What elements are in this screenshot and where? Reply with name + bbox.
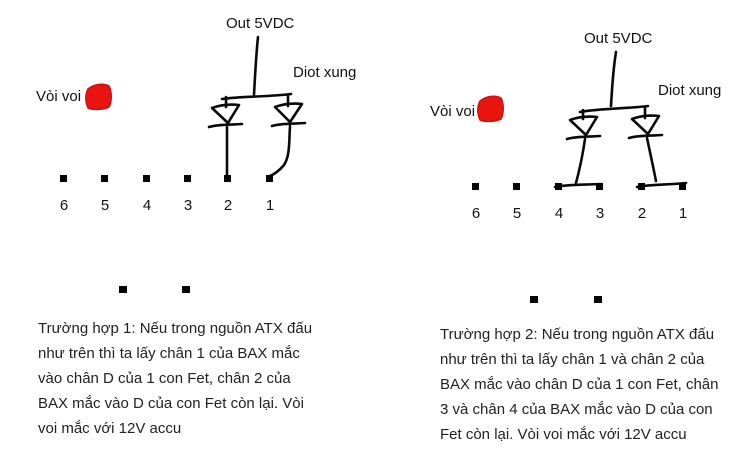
right-pin-label-4: 4 <box>554 205 564 222</box>
right-caption-line-2: như trên thì ta lấy chân 1 và chân 2 của <box>440 351 705 368</box>
left-diode-1-cathode-bar <box>207 122 244 129</box>
left-diode-2-down-line <box>266 124 292 179</box>
left-pin-label-6: 6 <box>59 197 69 214</box>
left-caption-line-4: BAX mắc vào D của con Fet còn lại. Vòi <box>38 395 304 412</box>
left-branch-line <box>220 92 293 101</box>
left-terminal-dot-2 <box>182 286 190 293</box>
right-caption-line-3: BAX mắc vào chân D của 1 con Fet, chân <box>440 376 719 393</box>
right-voi-label: Vòi voi <box>430 103 476 120</box>
left-pin-square-4 <box>143 175 150 182</box>
right-diode-2-down-line <box>645 136 658 183</box>
left-diode-2-cathode-bar <box>270 121 307 128</box>
right-red-scribble <box>477 95 504 123</box>
right-out-lead-line <box>609 50 618 108</box>
left-caption-line-3: vào chân D của 1 con Fet, chân 2 của <box>38 370 291 387</box>
left-pin-label-4: 4 <box>142 197 152 214</box>
right-pin-square-5 <box>513 183 520 190</box>
right-out-label: Out 5VDC <box>584 30 653 47</box>
left-out-label: Out 5VDC <box>226 15 295 32</box>
right-branch-line <box>578 104 650 114</box>
left-pin-label-1: 1 <box>265 197 275 214</box>
left-diode-label: Diot xung <box>293 64 357 81</box>
right-diode-1-cathode-bar <box>565 134 602 141</box>
right-pin-label-2: 2 <box>637 205 647 222</box>
right-pin-square-2 <box>638 183 645 190</box>
left-diode-2-triangle <box>273 102 304 124</box>
left-diode-1-triangle <box>210 103 241 125</box>
right-caption-line-5: Fet còn lại. Vòi voi mắc với 12V accu <box>440 426 687 443</box>
left-pin-square-2 <box>224 175 231 182</box>
right-caption: Trường hợp 2: Nếu trong nguồn ATX đấu nh… <box>440 322 718 447</box>
right-caption-line-4: 3 và chân 4 của BAX mắc vào D của con <box>440 401 713 418</box>
left-pin-square-3 <box>184 175 191 182</box>
left-pin-label-3: 3 <box>183 197 193 214</box>
right-pin-square-4 <box>555 183 562 190</box>
left-terminal-dot-1 <box>119 286 127 293</box>
left-red-scribble <box>85 83 112 111</box>
right-terminal-dot-2 <box>594 296 602 303</box>
right-diode-label: Diot xung <box>658 82 722 99</box>
right-pin-square-1 <box>679 183 686 190</box>
right-pin-label-3: 3 <box>595 205 605 222</box>
left-voi-label: Vòi voi <box>36 88 82 105</box>
right-diode-1-triangle <box>568 115 599 137</box>
left-caption-line-1: Trường hợp 1: Nếu trong nguồn ATX đấu <box>38 320 313 337</box>
left-pin-label-2: 2 <box>223 197 233 214</box>
right-pin-square-6 <box>472 183 479 190</box>
right-pin-label-6: 6 <box>471 205 481 222</box>
right-diode-2-triangle <box>630 114 661 136</box>
right-pin-square-3 <box>596 183 603 190</box>
left-pin-square-1 <box>266 175 273 182</box>
left-pin-square-5 <box>101 175 108 182</box>
right-pin-label-1: 1 <box>678 205 688 222</box>
left-caption-line-5: voi mắc với 12V accu <box>38 420 182 437</box>
left-out-lead-line <box>252 35 260 97</box>
right-diode-2-cathode-bar <box>627 133 664 140</box>
left-caption-line-2: như trên thì ta lấy chân 1 của BAX mắc <box>38 345 300 362</box>
right-caption-line-1: Trường hợp 2: Nếu trong nguồn ATX đấu <box>440 326 715 343</box>
left-pin-label-5: 5 <box>100 197 110 214</box>
left-caption: Trường hợp 1: Nếu trong nguồn ATX đấu nh… <box>38 316 312 441</box>
right-pin-label-5: 5 <box>512 205 522 222</box>
right-terminal-dot-1 <box>530 296 538 303</box>
right-diode-1-down-line <box>574 137 587 185</box>
left-pin-square-6 <box>60 175 67 182</box>
